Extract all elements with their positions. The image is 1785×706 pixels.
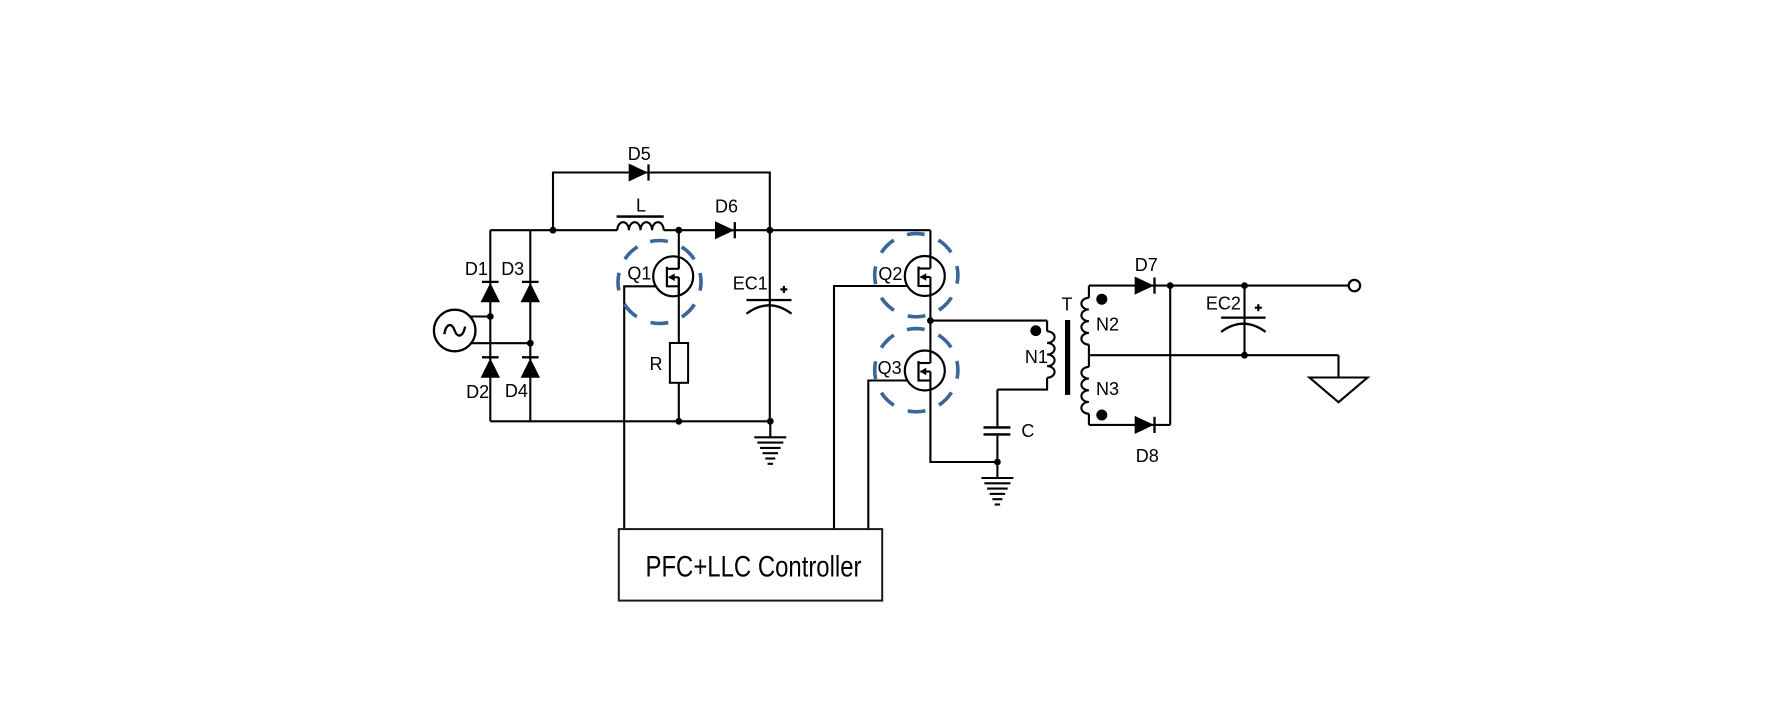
svg-text:EC2: EC2 bbox=[1206, 294, 1241, 314]
svg-text:PFC+LLC Controller: PFC+LLC Controller bbox=[646, 551, 862, 584]
svg-text:L: L bbox=[636, 196, 646, 216]
svg-text:Q2: Q2 bbox=[878, 264, 902, 284]
svg-text:R: R bbox=[650, 354, 663, 374]
svg-text:C: C bbox=[1021, 421, 1034, 441]
svg-text:D5: D5 bbox=[628, 144, 651, 164]
svg-text:Q3: Q3 bbox=[878, 358, 902, 378]
svg-text:D1: D1 bbox=[465, 259, 488, 279]
svg-text:D2: D2 bbox=[466, 382, 489, 402]
svg-text:D7: D7 bbox=[1135, 255, 1158, 275]
svg-text:D4: D4 bbox=[505, 381, 528, 401]
svg-text:T: T bbox=[1062, 295, 1073, 315]
svg-text:D3: D3 bbox=[501, 259, 524, 279]
svg-text:N2: N2 bbox=[1096, 315, 1119, 335]
svg-text:D8: D8 bbox=[1136, 446, 1159, 466]
svg-text:EC1: EC1 bbox=[733, 273, 768, 293]
svg-text:N1: N1 bbox=[1025, 347, 1048, 367]
svg-text:N3: N3 bbox=[1096, 379, 1119, 399]
svg-text:Q1: Q1 bbox=[627, 264, 651, 284]
svg-text:D6: D6 bbox=[715, 197, 738, 217]
